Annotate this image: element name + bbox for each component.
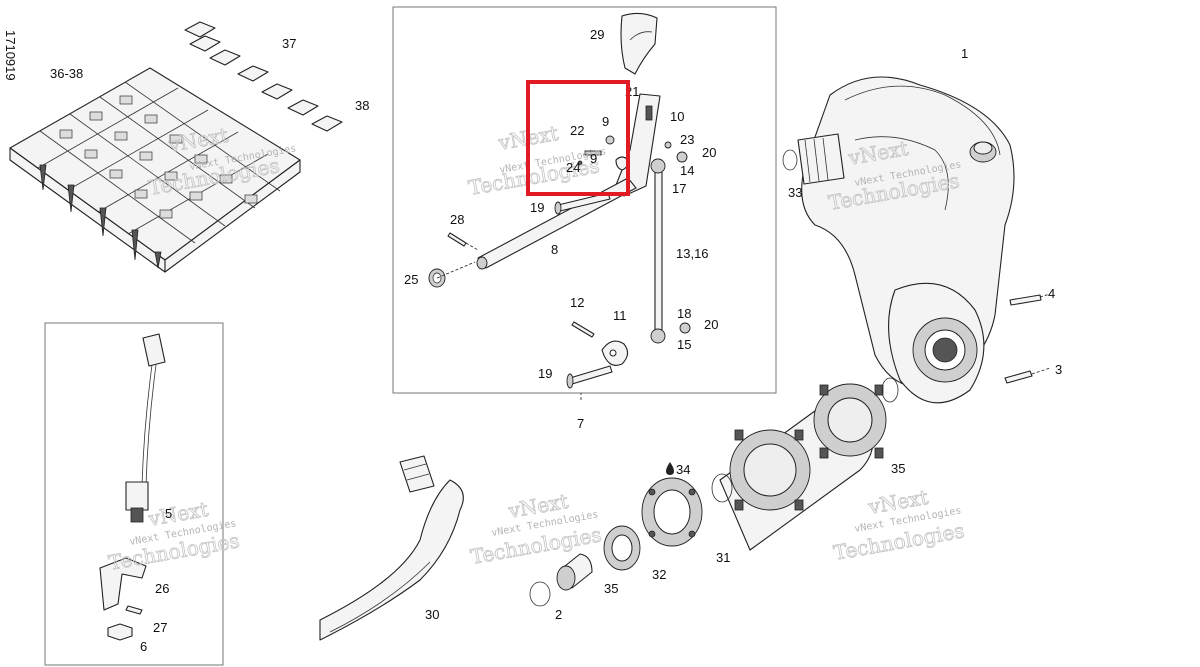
callout-label: 2 — [555, 607, 562, 622]
highlight-box — [526, 80, 630, 196]
callout-label: 35 — [604, 581, 618, 596]
sensor-assembly — [99, 333, 166, 641]
callout-label: 18 — [677, 306, 691, 321]
callout-label: 20 — [702, 145, 716, 160]
callout-label: 19 — [530, 200, 544, 215]
callout-label: 36-38 — [50, 66, 83, 81]
callout-label: 38 — [355, 98, 369, 113]
callout-label: 11 — [613, 308, 627, 323]
callout-label: 10 — [670, 109, 684, 124]
callout-label: 15 — [677, 337, 691, 352]
guard-part — [319, 455, 464, 641]
gear-assembly — [666, 377, 899, 551]
grid-tray-part — [9, 67, 301, 273]
callout-label: 37 — [282, 36, 296, 51]
callout-label: 3 — [1055, 362, 1062, 377]
callout-label: 19 — [538, 366, 552, 381]
shift-linkage-panel — [392, 6, 777, 394]
clip-parts — [184, 21, 343, 132]
callout-label: 29 — [590, 27, 604, 42]
callout-label: 7 — [577, 416, 584, 431]
callout-label: 9 — [602, 114, 609, 129]
callout-label: 4 — [1048, 286, 1055, 301]
callout-label: 32 — [652, 567, 666, 582]
callout-label: 1 — [961, 46, 968, 61]
callout-label: 6 — [140, 639, 147, 654]
callout-label: 33 — [788, 185, 802, 200]
callout-label: 27 — [153, 620, 167, 635]
callout-label: 8 — [551, 242, 558, 257]
callout-label: 23 — [680, 132, 694, 147]
callout-label: 26 — [155, 581, 169, 596]
document-id: 1710919 — [3, 30, 18, 81]
callout-label: 24 — [566, 160, 580, 175]
callout-label: 13,16 — [676, 246, 709, 261]
callout-label: 12 — [570, 295, 584, 310]
oil-drop-icon — [666, 462, 674, 475]
seal-parts — [529, 477, 703, 607]
transmission-housing — [782, 76, 1051, 404]
callout-label: 20 — [704, 317, 718, 332]
callout-label: 30 — [425, 607, 439, 622]
callout-label: 22 — [570, 123, 584, 138]
sensor-panel — [44, 322, 224, 666]
callout-label: 28 — [450, 212, 464, 227]
callout-label: 34 — [676, 462, 690, 477]
callout-labels: 36-38 37 38 29 21 10 9 22 24 9 23 20 14 … — [50, 27, 1062, 654]
callout-label: 25 — [404, 272, 418, 287]
callout-label: 5 — [165, 506, 172, 521]
callout-label: 35 — [891, 461, 905, 476]
callout-label: 9 — [590, 151, 597, 166]
shift-linkage-parts — [428, 12, 691, 400]
callout-label: 14 — [680, 163, 694, 178]
callout-label: 31 — [716, 550, 730, 565]
callout-label: 17 — [672, 181, 686, 196]
